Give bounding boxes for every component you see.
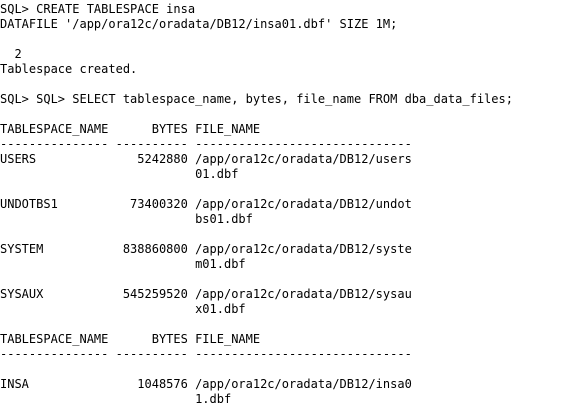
blank-line — [0, 272, 578, 287]
result-row: USERS 5242880 /app/ora12c/oradata/DB12/u… — [0, 152, 578, 182]
result-separator: --------------- ---------- -------------… — [0, 137, 412, 151]
blank-line — [0, 317, 578, 332]
select-command: SQL> SQL> SELECT tablespace_name, bytes,… — [0, 92, 513, 106]
result-row: SYSTEM 838860800 /app/ora12c/oradata/DB1… — [0, 242, 578, 272]
blank-line — [0, 227, 578, 242]
result-separator: --------------- ---------- -------------… — [0, 347, 412, 361]
result-row: SYSAUX 545259520 /app/ora12c/oradata/DB1… — [0, 287, 578, 317]
create-command-line-2: DATAFILE '/app/ora12c/oradata/DB12/insa0… — [0, 17, 398, 31]
create-command-line-1: SQL> CREATE TABLESPACE insa — [0, 2, 196, 16]
result-row-line-1: INSA 1048576 /app/ora12c/oradata/DB12/in… — [0, 377, 412, 391]
result-row-line-2: bs01.dbf — [0, 212, 253, 226]
result-row-line-2: x01.dbf — [0, 302, 246, 316]
blank-line — [0, 362, 578, 377]
result-row-line-1: SYSTEM 838860800 /app/ora12c/oradata/DB1… — [0, 242, 412, 256]
result-header: TABLESPACE_NAME BYTES FILE_NAME — [0, 332, 261, 346]
result-row-line-2: 01.dbf — [0, 167, 239, 181]
result-row: UNDOTBS1 73400320 /app/ora12c/oradata/DB… — [0, 197, 578, 227]
line-number: 2 — [0, 47, 22, 61]
result-row-line-1: UNDOTBS1 73400320 /app/ora12c/oradata/DB… — [0, 197, 412, 211]
result-row-line-1: USERS 5242880 /app/ora12c/oradata/DB12/u… — [0, 152, 412, 166]
blank-line — [0, 32, 578, 47]
tablespace-created-message: Tablespace created. — [0, 62, 138, 76]
result-row: INSA 1048576 /app/ora12c/oradata/DB12/in… — [0, 377, 578, 407]
result-header: TABLESPACE_NAME BYTES FILE_NAME — [0, 122, 261, 136]
blank-line — [0, 182, 578, 197]
result-row-line-2: m01.dbf — [0, 257, 246, 271]
blank-line — [0, 107, 578, 122]
result-row-line-1: SYSAUX 545259520 /app/ora12c/oradata/DB1… — [0, 287, 412, 301]
blank-line — [0, 77, 578, 92]
result-row-line-2: 1.dbf — [0, 392, 232, 406]
